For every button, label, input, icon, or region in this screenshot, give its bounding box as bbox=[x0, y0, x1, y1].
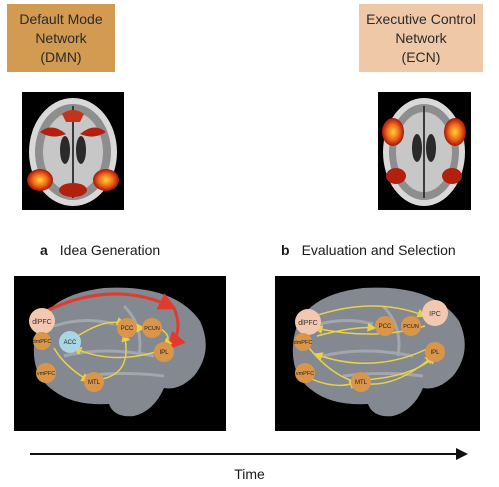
dmn-title-line3: (DMN) bbox=[40, 48, 82, 65]
panel-a-label: a Idea Generation bbox=[40, 242, 160, 258]
node-vmpfc-label: vmPFC bbox=[37, 371, 55, 377]
node-dlpfc: dlPFC bbox=[29, 308, 55, 334]
node-dmpfc-label: dmPFC bbox=[33, 339, 52, 345]
node-dlpfc-label: dlPFC bbox=[298, 320, 317, 327]
node-acc: ACC bbox=[59, 331, 81, 353]
ecn-title-line1: Executive Control bbox=[366, 10, 476, 27]
node-pcc-label: PCC bbox=[379, 324, 392, 330]
panel-a-title: Idea Generation bbox=[59, 242, 161, 258]
node-ipl: IPL bbox=[154, 342, 174, 362]
node-ipc-label: IPC bbox=[429, 311, 441, 318]
node-pcun: PCUN bbox=[142, 318, 162, 338]
node-vmpfc: vmPFC bbox=[295, 363, 315, 383]
node-pcc-label: PCC bbox=[121, 326, 134, 332]
panel-b-label: b Evaluation and Selection bbox=[281, 242, 456, 258]
node-mtl: MTL bbox=[351, 372, 371, 392]
node-mtl: MTL bbox=[84, 372, 104, 392]
ecn-title-box: Executive Control Network (ECN) bbox=[359, 4, 483, 72]
dmn-brain-slice bbox=[22, 92, 124, 210]
evaluation-selection-panel: dlPFC dmPFC vmPFC MTL PCC PCUN IPC IPL bbox=[275, 276, 480, 431]
dmn-title-line1: Default Mode bbox=[19, 10, 103, 27]
idea-generation-panel: dlPFC dmPFC ACC vmPFC MTL PCC PCUN IPL bbox=[14, 276, 226, 431]
time-axis-label: Time bbox=[234, 466, 265, 482]
node-dlpfc: dlPFC bbox=[295, 309, 321, 335]
node-mtl-label: MTL bbox=[88, 380, 101, 386]
node-mtl-label: MTL bbox=[355, 380, 368, 386]
node-vmpfc: vmPFC bbox=[36, 363, 56, 383]
panel-b-letter: b bbox=[281, 242, 290, 258]
node-pcc: PCC bbox=[117, 318, 137, 338]
node-ipl: IPL bbox=[425, 342, 445, 362]
node-ipc: IPC bbox=[422, 300, 448, 326]
node-pcun-label: PCUN bbox=[144, 326, 160, 332]
dmn-title-box: Default Mode Network (DMN) bbox=[7, 4, 115, 72]
node-ipl-label: IPL bbox=[430, 350, 440, 356]
dmn-title-line2: Network bbox=[35, 29, 87, 46]
node-dmpfc: dmPFC bbox=[294, 333, 313, 351]
time-axis-arrow bbox=[0, 440, 499, 487]
ecn-title-line2: Network bbox=[395, 29, 447, 46]
panel-a-letter: a bbox=[40, 242, 48, 258]
node-pcun-label: PCUN bbox=[403, 324, 419, 330]
ecn-brain-slice bbox=[378, 92, 471, 210]
node-acc-label: ACC bbox=[64, 340, 77, 346]
node-pcc: PCC bbox=[375, 316, 395, 336]
node-dmpfc-label: dmPFC bbox=[294, 340, 313, 346]
node-dlpfc-label: dlPFC bbox=[32, 319, 51, 326]
node-pcun: PCUN bbox=[401, 316, 421, 336]
ecn-title-line3: (ECN) bbox=[401, 48, 441, 65]
node-ipl-label: IPL bbox=[159, 350, 169, 356]
node-dmpfc: dmPFC bbox=[33, 332, 52, 350]
panel-b-title: Evaluation and Selection bbox=[301, 242, 456, 258]
node-vmpfc-label: vmPFC bbox=[296, 371, 314, 377]
